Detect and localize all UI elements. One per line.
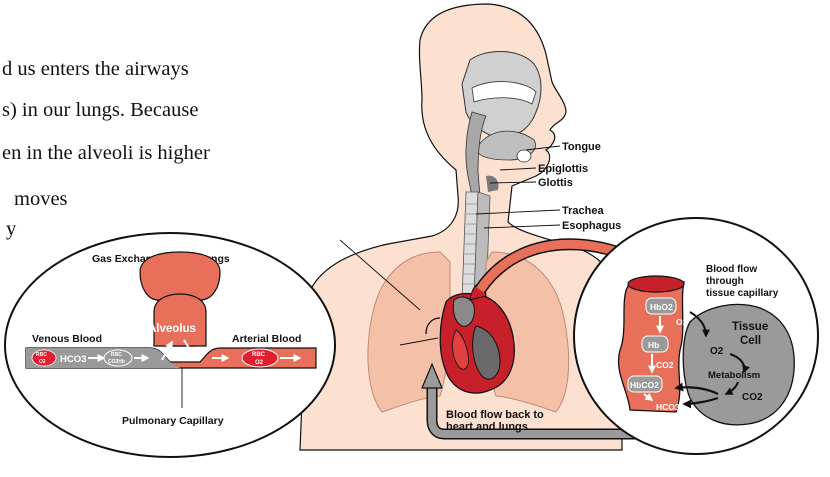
rbc-label-1: RBC — [36, 352, 47, 358]
rbc-o2-label-3: O2 — [255, 360, 264, 366]
tissue-title-line-2: through — [706, 276, 744, 287]
cell-co2-label: CO2 — [742, 392, 763, 403]
lungs-gas-exchange-panel: Gas Exchange at the Lungs Alveolus Venou… — [5, 233, 335, 457]
cell-o2-label: O2 — [710, 346, 724, 357]
hbo2-label: HbO2 — [650, 302, 673, 312]
tongue-label: Tongue — [562, 141, 601, 153]
co2-label: CO2 — [158, 369, 178, 380]
venous-blood-label: Venous Blood — [32, 333, 102, 345]
tissue-o2-label: O2 — [676, 317, 688, 327]
rbc-o2-label-1: O2 — [39, 359, 46, 365]
metabolism-label: Metabolism — [708, 370, 760, 381]
return-flow-line-1: Blood flow back to — [446, 409, 544, 421]
tissue-cell-line-1: Tissue — [732, 321, 768, 333]
rbc-label-3: RBC — [252, 352, 266, 358]
tissue-title-line-1: Blood flow — [706, 264, 757, 275]
o2-label: O2 — [196, 369, 209, 380]
tissue-hco3-label: HCO3 — [656, 402, 680, 412]
tissue-cell-line-2: Cell — [740, 335, 761, 347]
rbc-label-2: RBC — [111, 352, 122, 358]
return-flow-line-2: heart and lungs — [446, 421, 528, 433]
esophagus-label: Esophagus — [562, 220, 621, 232]
arterial-blood-label: Arterial Blood — [232, 333, 301, 345]
co2hb-label: CO2Hb — [108, 359, 125, 365]
hbco2-label: HbCO2 — [630, 380, 659, 390]
alveolus-label: Alveolus — [148, 323, 196, 335]
tissue-capillary-panel: Blood flow through tissue capillary HbO2… — [574, 218, 818, 454]
hb-label: Hb — [648, 340, 659, 350]
hco3-label: HCO3 — [60, 354, 86, 365]
pulmonary-capillary-label: Pulmonary Capillary — [122, 415, 224, 427]
trachea-label: Trachea — [562, 205, 604, 217]
glottis-label: Glottis — [538, 177, 573, 189]
tissue-title-line-3: tissue capillary — [706, 288, 779, 299]
epiglottis-label: Epiglottis — [538, 163, 588, 175]
tissue-co2-label: CO2 — [656, 360, 674, 370]
